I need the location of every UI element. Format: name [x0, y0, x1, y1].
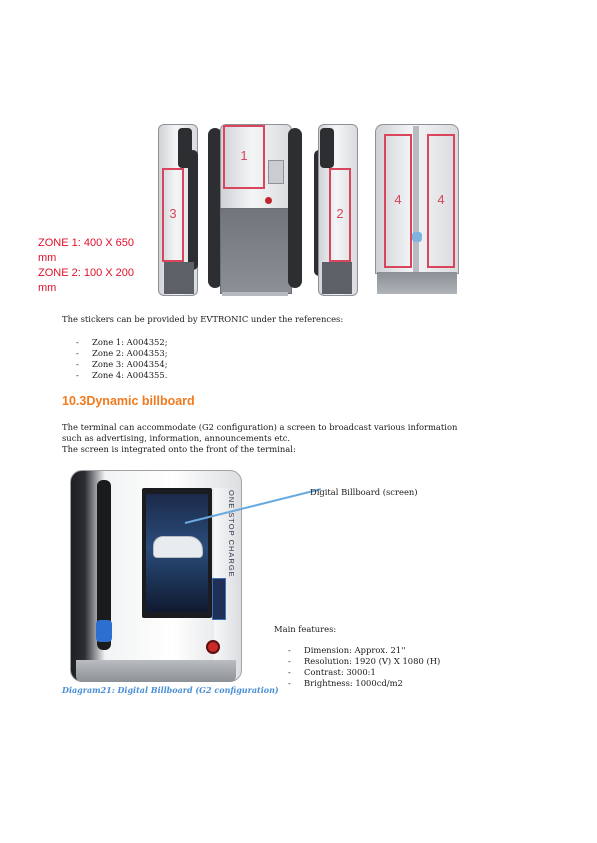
zone-2-size: ZONE 2: 100 X 200 mm — [38, 267, 134, 294]
zone-number: 3 — [169, 206, 177, 221]
zone-1-size: ZONE 1: 400 X 650 mm — [38, 237, 134, 264]
brand-vertical-text: ONE STOP CHARGE — [227, 490, 236, 578]
zone-number: 4 — [437, 192, 445, 207]
payment-panel — [212, 578, 226, 620]
section-paragraph: The terminal can accommodate (G2 configu… — [62, 422, 458, 454]
billboard-callout-label: Digital Billboard (screen) — [310, 487, 418, 497]
list-item: -Zone 3: A004354; — [76, 359, 168, 369]
car-image — [153, 536, 203, 558]
list-item: -Brightness: 1000cd/m2 — [288, 678, 403, 688]
features-list: -Dimension: Approx. 21'' -Resolution: 19… — [288, 645, 440, 689]
list-item: -Zone 2: A004353; — [76, 348, 168, 358]
section-heading: 10.3Dynamic billboard — [62, 394, 195, 408]
list-item: -Contrast: 3000:1 — [288, 667, 376, 677]
list-item: -Resolution: 1920 (V) X 1080 (H) — [288, 656, 441, 666]
figure-caption: Diagram21: Digital Billboard (G2 configu… — [62, 685, 279, 695]
zone-number: 1 — [240, 148, 248, 163]
list-item: -Dimension: Approx. 21'' — [288, 645, 406, 655]
list-item: -Zone 1: A004352; — [76, 337, 168, 347]
sticker-reference-list: -Zone 1: A004352; -Zone 2: A004353; -Zon… — [76, 337, 168, 381]
features-title: Main features: — [274, 624, 337, 634]
stickers-intro: The stickers can be provided by EVTRONIC… — [62, 314, 344, 324]
list-item: -Zone 4: A004355. — [76, 370, 168, 380]
zone-number: 4 — [394, 192, 402, 207]
zone-number: 2 — [336, 206, 344, 221]
zone-size-labels: ZONE 1: 400 X 650 mm ZONE 2: 100 X 200 m… — [38, 236, 166, 296]
emergency-button — [206, 640, 220, 654]
